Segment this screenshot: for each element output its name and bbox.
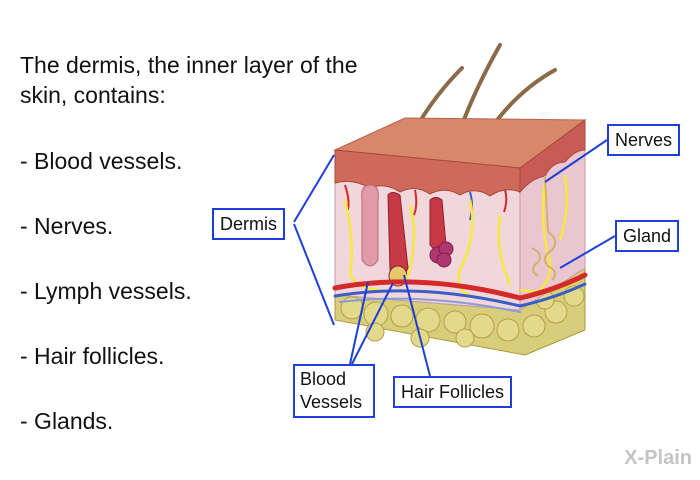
epidermis-side: [519, 119, 586, 194]
bullet-nerves: - Nerves.: [20, 213, 114, 239]
bullet-hair-follicles: - Hair follicles.: [20, 343, 165, 369]
hair-follicles-callout: Hair Follicles: [393, 376, 513, 408]
callout-lines: [293, 139, 616, 377]
sebaceous-gland: [429, 241, 454, 268]
blood-vessels-callout-line2: Vessels: [300, 392, 363, 412]
main-blood-vessels: [332, 272, 588, 313]
coiled-gland-drawing: [531, 175, 557, 281]
gland-callout: Gland: [615, 220, 680, 252]
bullet-glands: - Glands.: [20, 408, 114, 434]
nerves-drawing: [343, 174, 576, 297]
sweat-gland-left: [361, 184, 379, 267]
intro-text: The dermis, the inner layer of the skin,…: [20, 52, 358, 108]
bullet-lymph-vessels: - Lymph vessels.: [20, 278, 192, 304]
bullet-blood-vessels: - Blood vessels.: [20, 148, 183, 174]
fat-layer: [334, 267, 586, 356]
blood-vessels-callout: Blood Vessels: [293, 364, 375, 418]
nerves-callout: Nerves: [607, 124, 681, 156]
blood-vessels-callout-line1: Blood: [300, 369, 347, 389]
dermis-callout: Dermis: [212, 208, 285, 240]
xplain-logo: X-Plain: [624, 447, 692, 469]
